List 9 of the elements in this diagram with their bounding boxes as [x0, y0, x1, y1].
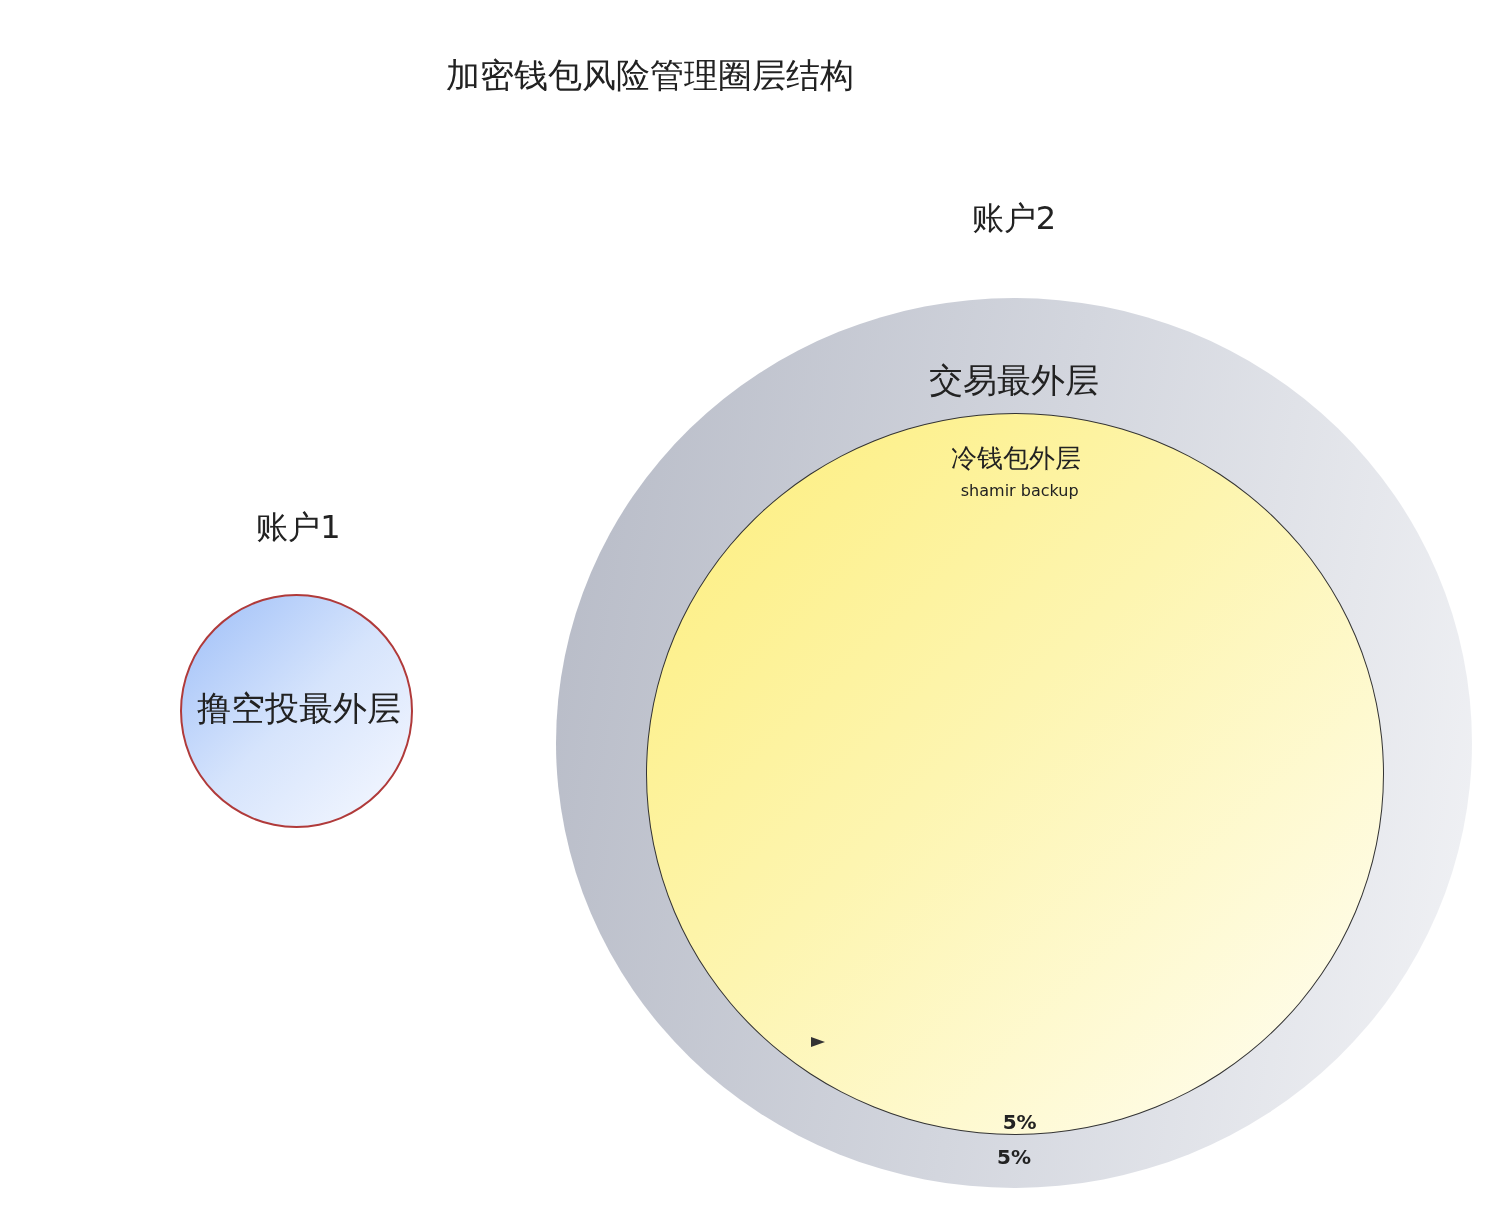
- account-heading: 账户2: [971, 202, 1057, 234]
- layer-label: 冷钱包外层: [951, 445, 1081, 471]
- percent-label: 5%: [1002, 1112, 1037, 1132]
- layer-label: 撸空投最外层: [196, 691, 401, 725]
- note-text: shamir backup: [960, 483, 1079, 499]
- percent-label: 5%: [997, 1147, 1031, 1167]
- title: 加密钱包风险管理圈层结构: [446, 58, 854, 92]
- account-heading: 账户1: [256, 511, 341, 543]
- layer-label: 交易最外层: [929, 363, 1099, 397]
